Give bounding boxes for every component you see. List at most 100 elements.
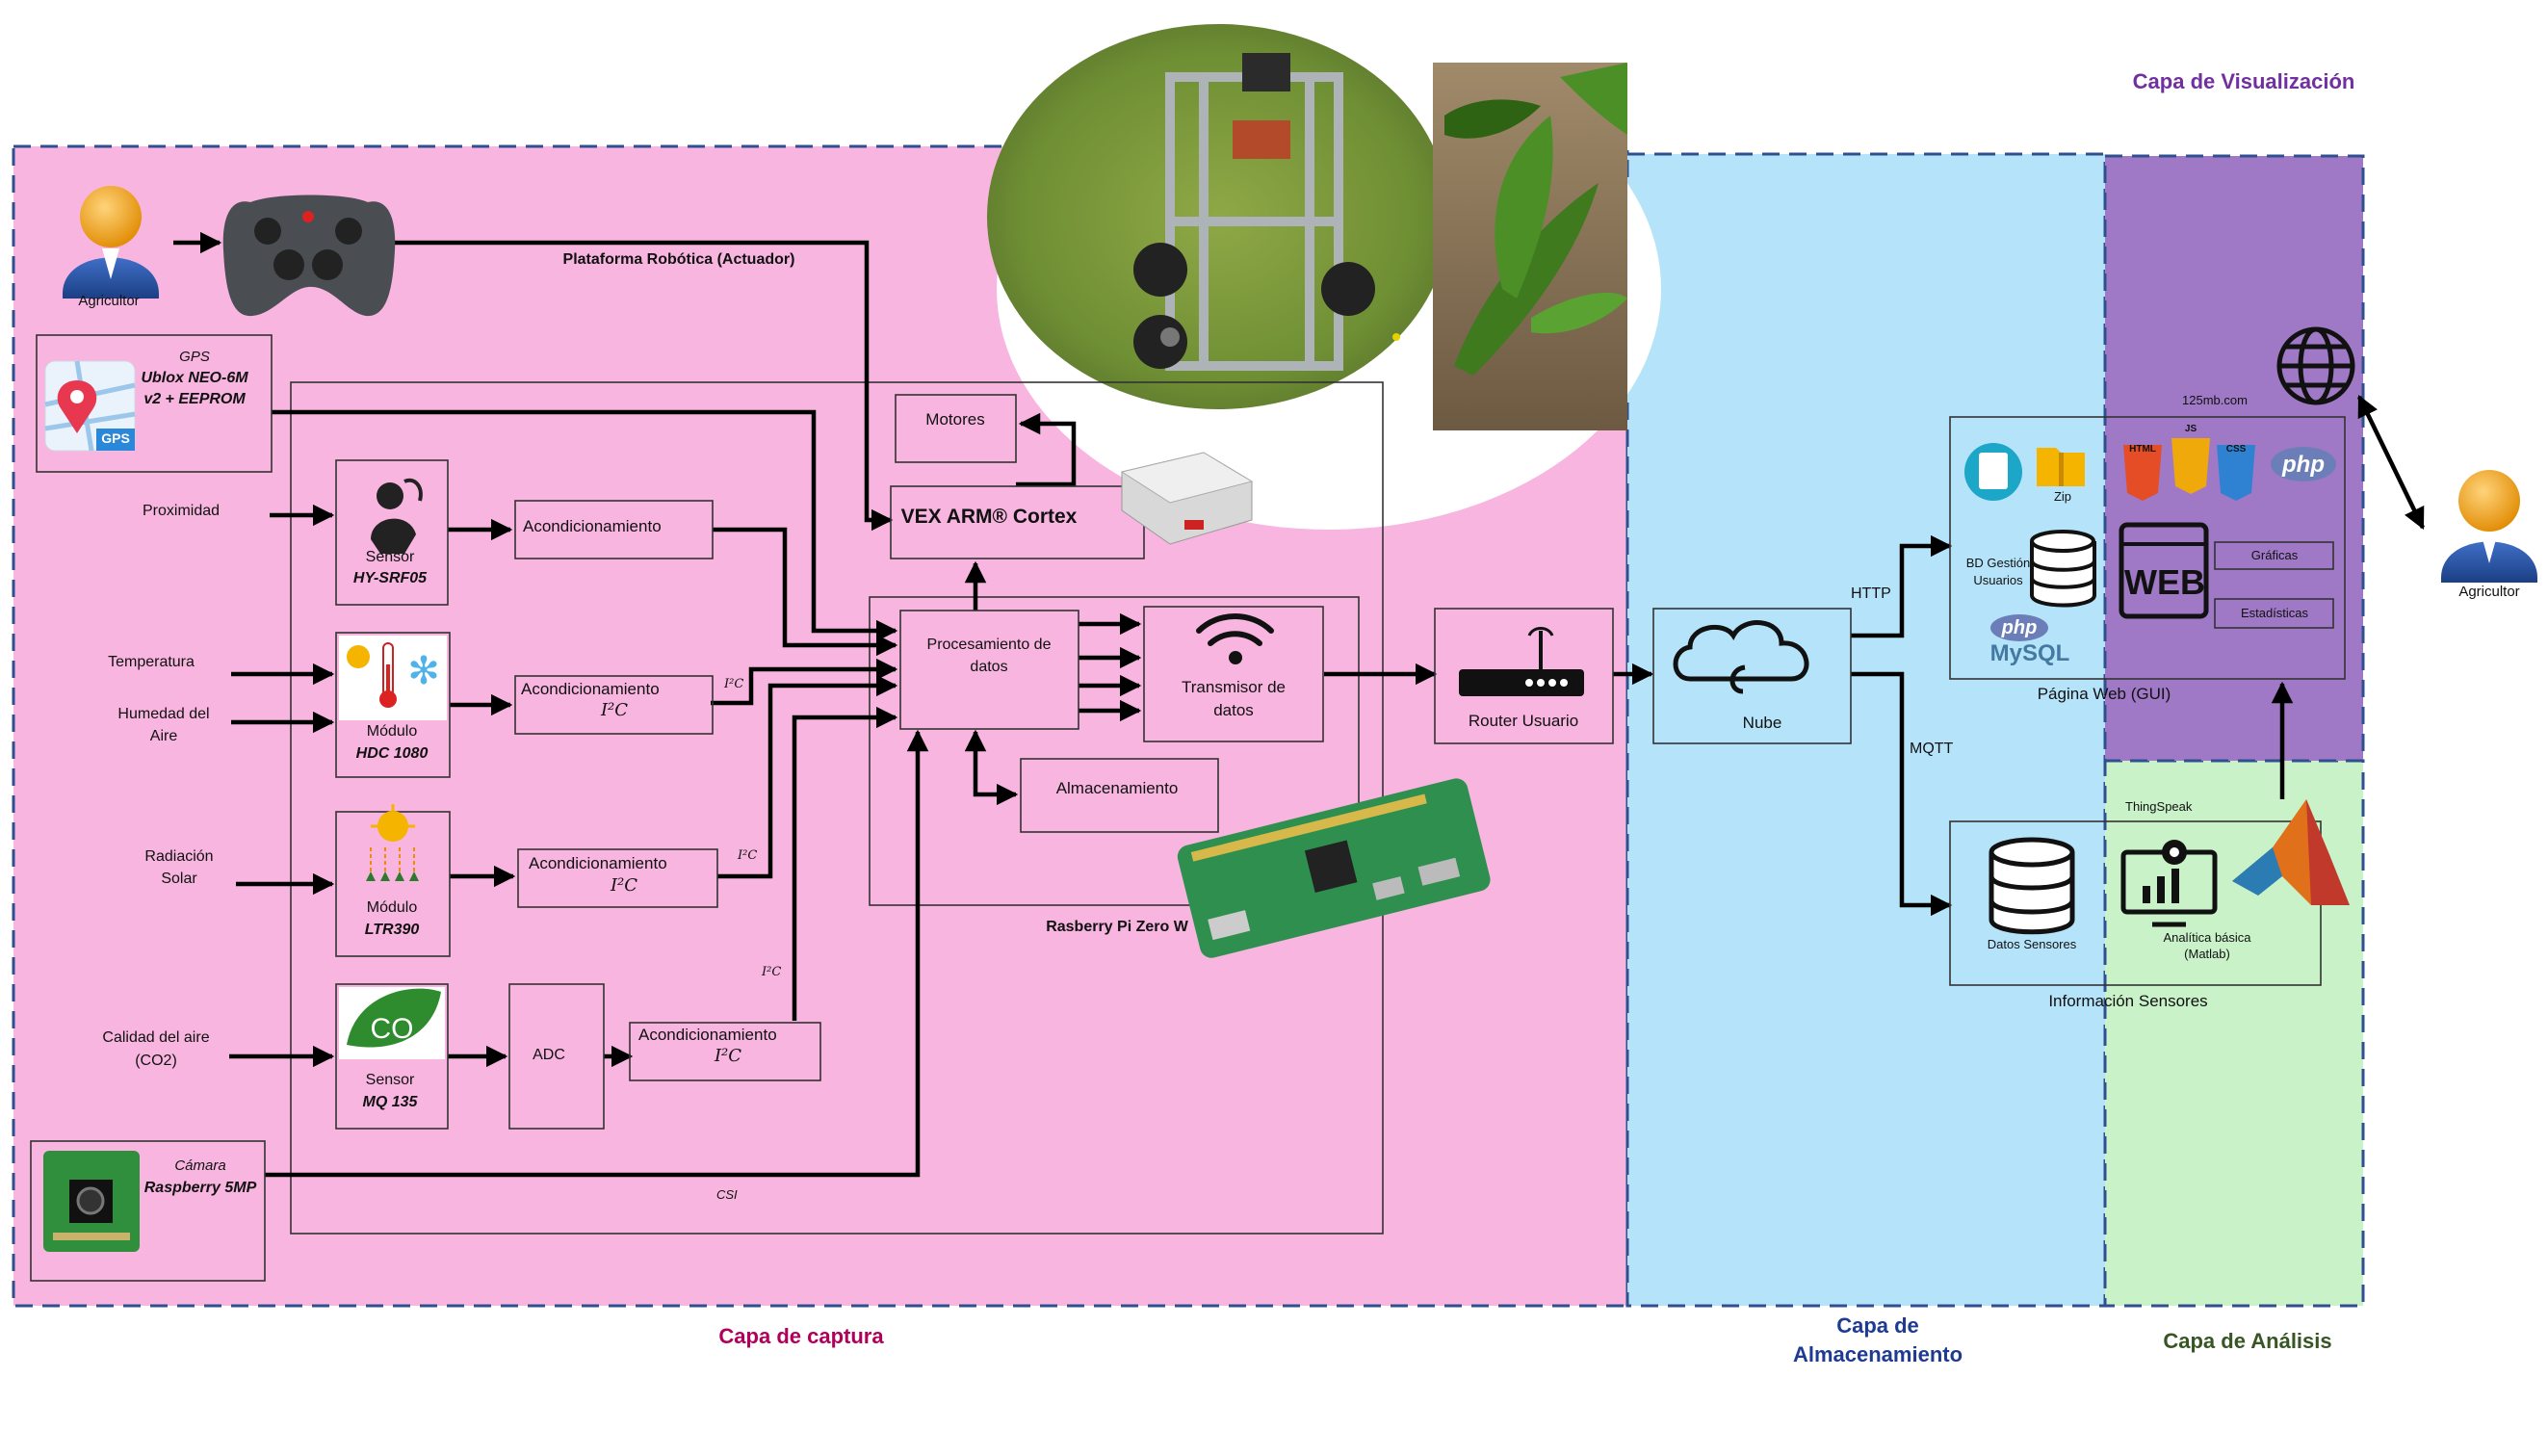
- i2c-wire-3: I²C: [762, 965, 782, 979]
- motors-label: Motores: [925, 410, 985, 429]
- acond-2-box: [514, 675, 714, 735]
- input-radiation-line1: Radiación: [144, 848, 214, 865]
- mq-sensor-box: [335, 983, 449, 1130]
- matlab-logo-icon: [2232, 799, 2350, 905]
- router-box: [1434, 608, 1614, 744]
- php-text: php: [2282, 452, 2325, 478]
- farmer-right-label: Agricultor: [2458, 584, 2520, 600]
- storage-label: Almacenamiento: [1055, 779, 1179, 797]
- gps-model-line1: Ublox NEO-6M: [141, 370, 248, 386]
- input-humidity-line2: Aire: [149, 728, 178, 744]
- input-proximity: Proximidad: [142, 503, 221, 519]
- co2-icon-text: CO: [370, 1013, 414, 1045]
- hy-sensor-line1: Sensor: [365, 549, 415, 565]
- db-users-line2: Usuarios: [1973, 573, 2023, 587]
- mysql-text: MySQL: [1989, 640, 2070, 666]
- mqtt-label: MQTT: [1910, 741, 1954, 757]
- storage-layer-area: [1625, 152, 2107, 1308]
- adc-box: [508, 983, 605, 1130]
- platform-label: Plataforma Robótica (Actuador): [562, 251, 795, 268]
- csv-icon: [1964, 443, 2022, 501]
- plant-photo: [1433, 63, 1627, 430]
- input-air-line2: (CO2): [135, 1053, 177, 1069]
- router-label: Router Usuario: [1468, 712, 1579, 730]
- acond-1-label: Acondicionamiento: [523, 517, 662, 535]
- http-label: HTTP: [1851, 585, 1891, 602]
- acond-3-label: Acondicionamiento: [529, 854, 667, 872]
- acond-4-i2c: I²C: [714, 1046, 742, 1066]
- html5-icon: [2123, 445, 2162, 501]
- camera-line2: Raspberry 5MP: [143, 1180, 257, 1196]
- php-mysql-icon: [1990, 614, 2048, 641]
- farmer-right-icon: [2441, 470, 2537, 583]
- gamepad-icon: [222, 195, 396, 317]
- host-label: 125mb.com: [2182, 393, 2248, 407]
- input-temperature: Temperatura: [108, 654, 195, 670]
- ltr-line2: LTR390: [364, 922, 420, 938]
- svg-text:✻: ✻: [407, 649, 440, 693]
- db-users-line1: BD Gestión: [1965, 556, 2031, 570]
- mq-line2: MQ 135: [362, 1094, 418, 1110]
- graphs-label: Gráficas: [2250, 548, 2299, 562]
- co2-leaf-icon: [339, 987, 445, 1059]
- processing-line2: datos: [970, 659, 1008, 675]
- analysis-layer-title: Capa de Análisis: [2163, 1329, 2332, 1353]
- acond-2-i2c: I²C: [600, 700, 629, 720]
- web-text: WEB: [2124, 562, 2205, 602]
- analytics-monitor-icon: [2120, 840, 2218, 927]
- processing-box: [899, 610, 1079, 730]
- gps-map-icon: [44, 360, 136, 452]
- capture-layer-title: Capa de captura: [718, 1324, 884, 1348]
- web-window-icon: [2119, 522, 2209, 619]
- storage-layer-title-line1: Capa de: [1836, 1313, 1919, 1338]
- zip-label: Zip: [2053, 489, 2072, 504]
- sensor-database-icon: [1989, 837, 2075, 935]
- proximity-sensor-icon: [371, 478, 423, 554]
- cloud-icon: [1673, 620, 1809, 694]
- csi-label: CSI: [716, 1187, 738, 1202]
- temperature-humidity-icon: ✻: [339, 636, 447, 720]
- analytics-line2: (Matlab): [2184, 947, 2230, 961]
- csv-text: CSV: [1983, 452, 2004, 462]
- js-icon: [2171, 438, 2210, 494]
- cloud-label: Nube: [1742, 714, 1782, 732]
- solar-radiation-icon: [366, 804, 419, 881]
- globe-icon: [2276, 326, 2355, 405]
- gps-icon-text: GPS: [101, 430, 130, 446]
- gps-box: [36, 334, 273, 473]
- hdc-module-box: [335, 632, 451, 778]
- input-humidity-line1: Humedad del: [117, 706, 210, 722]
- ltr-line1: Módulo: [366, 899, 418, 916]
- gps-model-line2: v2 + EEPROM: [143, 391, 246, 407]
- processing-line1: Procesamiento de: [926, 637, 1052, 653]
- php-icon: [2271, 447, 2336, 481]
- board-label: Rasberry Pi Zero W: [1046, 919, 1188, 935]
- vex-label: VEX ARM® Cortex: [900, 506, 1078, 528]
- acond-1-box: [514, 500, 714, 559]
- router-icon: [1459, 627, 1584, 696]
- mq-line1: Sensor: [365, 1072, 415, 1088]
- analysis-layer-area: [2103, 759, 2365, 1308]
- transmitter-line2: datos: [1213, 701, 1254, 719]
- web-gui-box: [1949, 416, 2346, 680]
- robot-photo: [987, 24, 1449, 409]
- transmitter-box: [1143, 606, 1324, 742]
- sensor-info-label: Información Sensores: [2048, 992, 2208, 1010]
- camera-module-icon: [43, 1151, 140, 1252]
- acond-4-label: Acondicionamiento: [638, 1026, 777, 1044]
- vex-controller-icon: [1120, 452, 1254, 545]
- zip-folder-icon: [2037, 448, 2085, 486]
- transmitter-line1: Transmisor de: [1181, 678, 1287, 696]
- hdc-line1: Módulo: [366, 723, 418, 740]
- motors-box: [895, 394, 1017, 463]
- raspberry-pi-board-icon: [1177, 778, 1491, 958]
- raspberry-frame: [869, 596, 1360, 906]
- graphs-box: [2214, 541, 2334, 570]
- css-text: CSS: [2225, 444, 2247, 455]
- acond-3-i2c: I²C: [610, 875, 638, 896]
- php-text-small: php: [2001, 617, 2038, 638]
- acond-4-box: [629, 1022, 821, 1081]
- farmer-left-icon: [63, 186, 159, 299]
- i2c-wire-1: I²C: [724, 677, 744, 691]
